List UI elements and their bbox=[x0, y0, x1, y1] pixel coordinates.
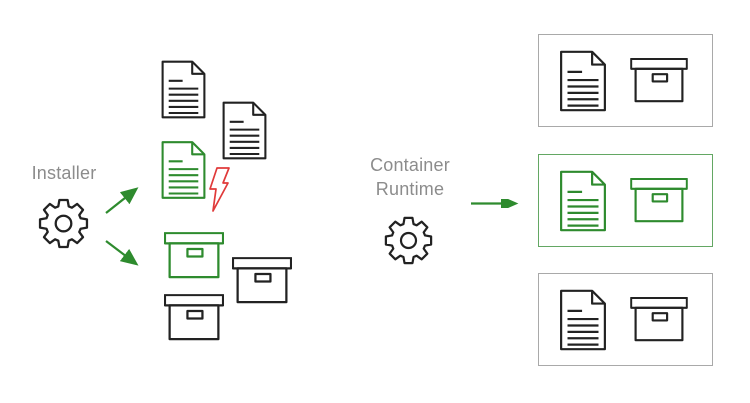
box-icon bbox=[164, 294, 224, 341]
document-icon bbox=[160, 58, 207, 121]
lightning-error-icon bbox=[207, 167, 231, 213]
document-icon bbox=[221, 99, 268, 162]
installer-label: Installer bbox=[31, 163, 97, 183]
arrow-right-icon bbox=[471, 199, 519, 208]
gear-icon bbox=[36, 196, 91, 251]
bundle-container bbox=[538, 273, 713, 366]
bundle-container-selected bbox=[538, 154, 713, 247]
box-icon bbox=[629, 58, 689, 103]
box-icon bbox=[232, 257, 292, 304]
gear-icon bbox=[382, 214, 435, 267]
document-icon bbox=[558, 289, 608, 351]
box-icon bbox=[164, 232, 224, 279]
arrow-up-right-icon bbox=[105, 187, 139, 214]
box-icon bbox=[629, 178, 689, 223]
box-icon bbox=[629, 297, 689, 342]
document-icon bbox=[558, 170, 608, 232]
document-icon bbox=[558, 50, 608, 112]
arrow-down-right-icon bbox=[105, 240, 139, 266]
document-icon bbox=[160, 138, 207, 202]
container-runtime-label: Container Runtime bbox=[370, 155, 450, 199]
bundle-container bbox=[538, 34, 713, 127]
